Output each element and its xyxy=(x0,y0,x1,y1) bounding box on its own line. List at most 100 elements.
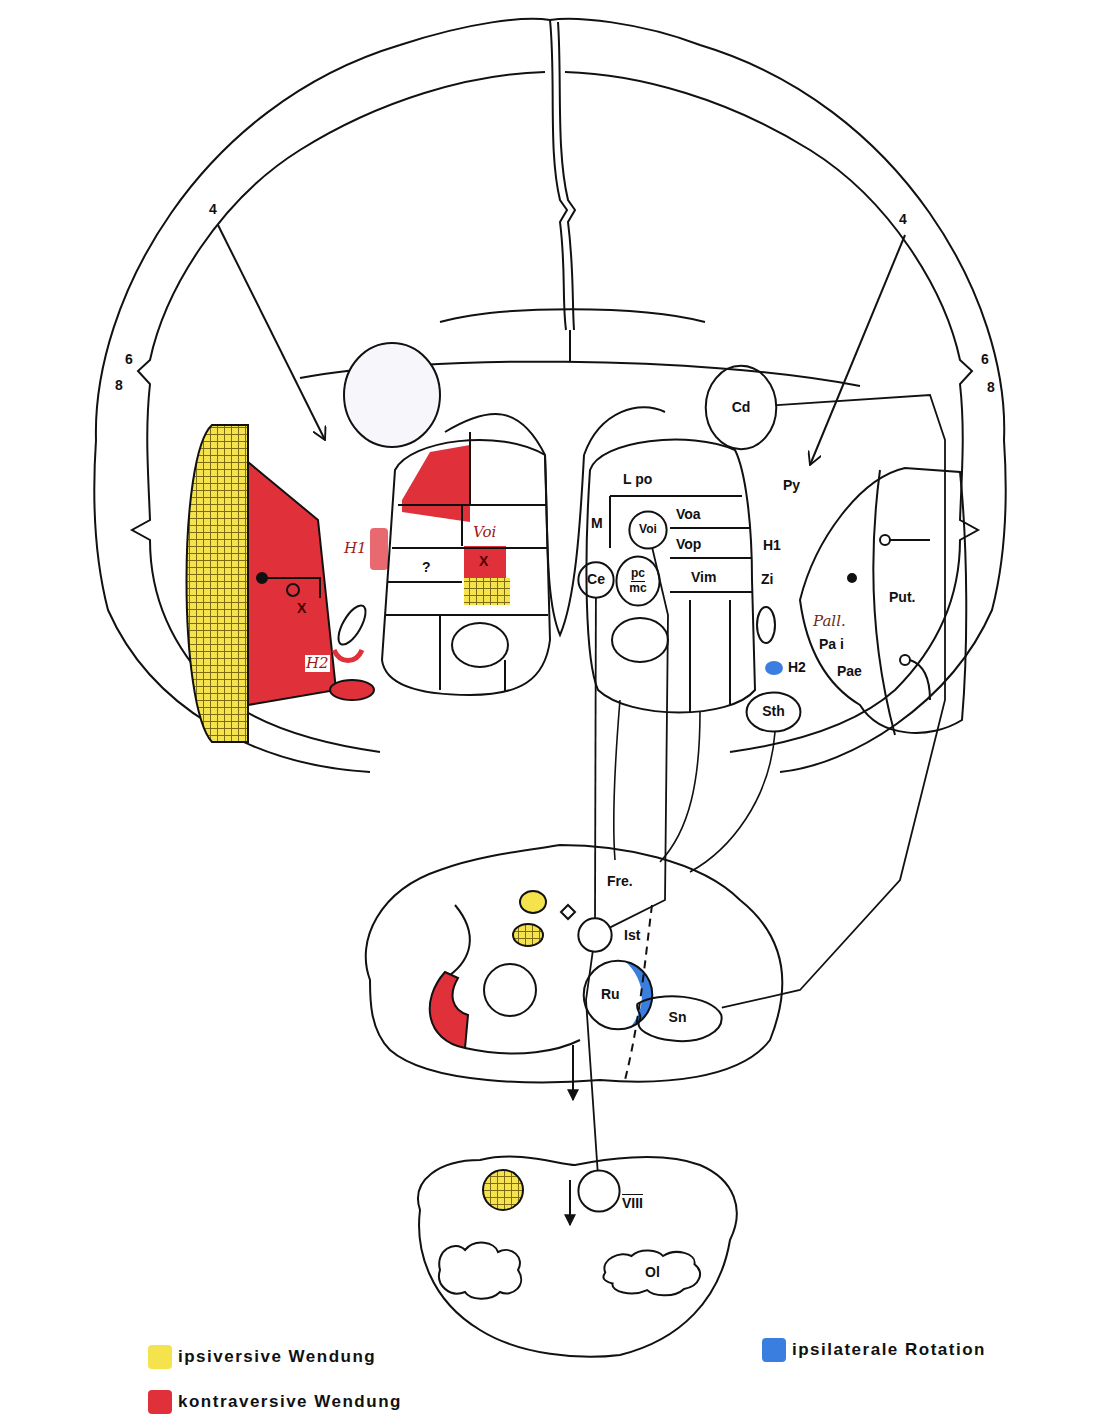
left-thalamus xyxy=(382,432,550,695)
nucleus-name: Ist xyxy=(624,928,640,943)
structure-label: Voa xyxy=(675,507,702,522)
nucleus-name: Sth xyxy=(762,704,785,719)
red-region xyxy=(464,546,506,578)
fiber-line xyxy=(890,539,930,541)
red-region xyxy=(370,528,388,570)
projection-arrow xyxy=(218,225,325,440)
node-text-stack: Sn xyxy=(669,1010,687,1025)
white-oval xyxy=(333,601,371,648)
nucleus-name: Sn xyxy=(669,1010,687,1025)
node-outline-path xyxy=(637,996,722,1041)
descending-arrow xyxy=(569,1180,571,1225)
node-outline-path xyxy=(578,1170,619,1211)
right-lentiform xyxy=(800,468,966,735)
fiber-connector xyxy=(586,952,598,1170)
synapse-dot xyxy=(257,573,267,583)
blue-region xyxy=(765,661,783,675)
structure-label: Pa i xyxy=(818,637,845,652)
left-lentiform xyxy=(187,425,389,742)
legend-swatch xyxy=(148,1345,172,1369)
structure-label: Fre. xyxy=(606,874,634,889)
structure-label: H2 xyxy=(305,655,330,672)
anatomy-node: VIII xyxy=(578,1170,620,1212)
anatomy-node: pcmc xyxy=(616,556,660,606)
brain-outline xyxy=(94,19,1005,772)
synapse-dot xyxy=(848,574,856,582)
lateral-ventricle xyxy=(344,343,440,447)
structure-label: Voi xyxy=(472,524,497,541)
descending-arrow xyxy=(572,1045,574,1100)
red-region xyxy=(330,680,374,700)
node-outline-path xyxy=(706,366,777,449)
legend-text: ipsiversive Wendung xyxy=(178,1348,376,1367)
nucleus-outline xyxy=(612,618,668,662)
medulla xyxy=(418,1157,737,1357)
structure-label: 6 xyxy=(124,352,134,367)
red-region xyxy=(430,972,468,1048)
node-outline-path xyxy=(629,511,666,548)
synapse-ring xyxy=(287,584,299,596)
septum xyxy=(569,330,571,362)
anatomy-node: Sn xyxy=(630,990,725,1045)
node-outline xyxy=(578,1170,620,1212)
blue-region xyxy=(625,961,653,1028)
structure-label: H1 xyxy=(343,540,368,557)
fiber-connector xyxy=(722,395,945,1008)
structure-label: Pae xyxy=(836,664,863,679)
structure-label: ? xyxy=(421,560,432,575)
structure-label: Pall. xyxy=(812,613,847,630)
thalamus-outline xyxy=(382,440,550,695)
yellow-region xyxy=(513,924,543,946)
right-thalamus xyxy=(586,440,783,713)
nucleus-name: pc xyxy=(631,567,645,582)
lentiform-outline xyxy=(800,468,966,733)
corpus-callosum xyxy=(440,309,705,322)
arrows-area4 xyxy=(218,225,905,465)
nucleus-name: VIII xyxy=(622,1196,643,1211)
node-outline-path xyxy=(747,692,801,731)
red-crescent xyxy=(334,650,362,661)
medulla-outline xyxy=(418,1157,737,1357)
structure-label: 8 xyxy=(114,378,124,393)
nucleus-name: Voi xyxy=(639,523,657,536)
nucleus-borders xyxy=(385,432,548,692)
cortex-inner-right xyxy=(565,72,978,752)
node-text-stack: Sth xyxy=(762,704,785,719)
fiber-connector xyxy=(594,598,597,918)
structure-label: H1 xyxy=(762,538,782,553)
structure-label: Vop xyxy=(675,537,702,552)
nucleus-name: Ru xyxy=(601,987,620,1002)
peduncle-line xyxy=(465,1040,580,1053)
node-outline-path xyxy=(578,918,611,951)
synapse-ring xyxy=(880,535,890,545)
legend-swatch xyxy=(148,1390,172,1414)
fiber-line xyxy=(614,700,620,860)
structure-label: X xyxy=(479,554,488,569)
nucleus-borders xyxy=(610,496,752,712)
legend-text: kontraversive Wendung xyxy=(178,1393,402,1412)
node-outline-path xyxy=(603,1250,700,1295)
fiber-line xyxy=(690,732,775,872)
structure-label: Vim xyxy=(690,570,717,585)
structure-label: Py xyxy=(782,478,801,493)
nucleus-name: Ol xyxy=(645,1265,660,1280)
red-region xyxy=(248,462,336,705)
thalamus-outline xyxy=(586,440,755,713)
nucleus-name: mc xyxy=(629,582,646,595)
fibers xyxy=(614,700,775,872)
projection-arrow xyxy=(810,235,905,465)
structure-label: M xyxy=(590,516,604,531)
third-ventricle xyxy=(545,455,584,635)
node-outline xyxy=(616,556,660,606)
structure-label: H2 xyxy=(787,660,807,675)
anatomy-node: Sth xyxy=(746,692,801,732)
olive-left xyxy=(439,1243,521,1299)
red-region xyxy=(402,445,470,522)
structure-label: Zi xyxy=(760,572,774,587)
node-text-stack: Ol xyxy=(645,1265,660,1280)
structure-label: 4 xyxy=(208,202,218,217)
fiber-line xyxy=(910,660,930,700)
node-text-stack: pcmc xyxy=(629,567,646,595)
